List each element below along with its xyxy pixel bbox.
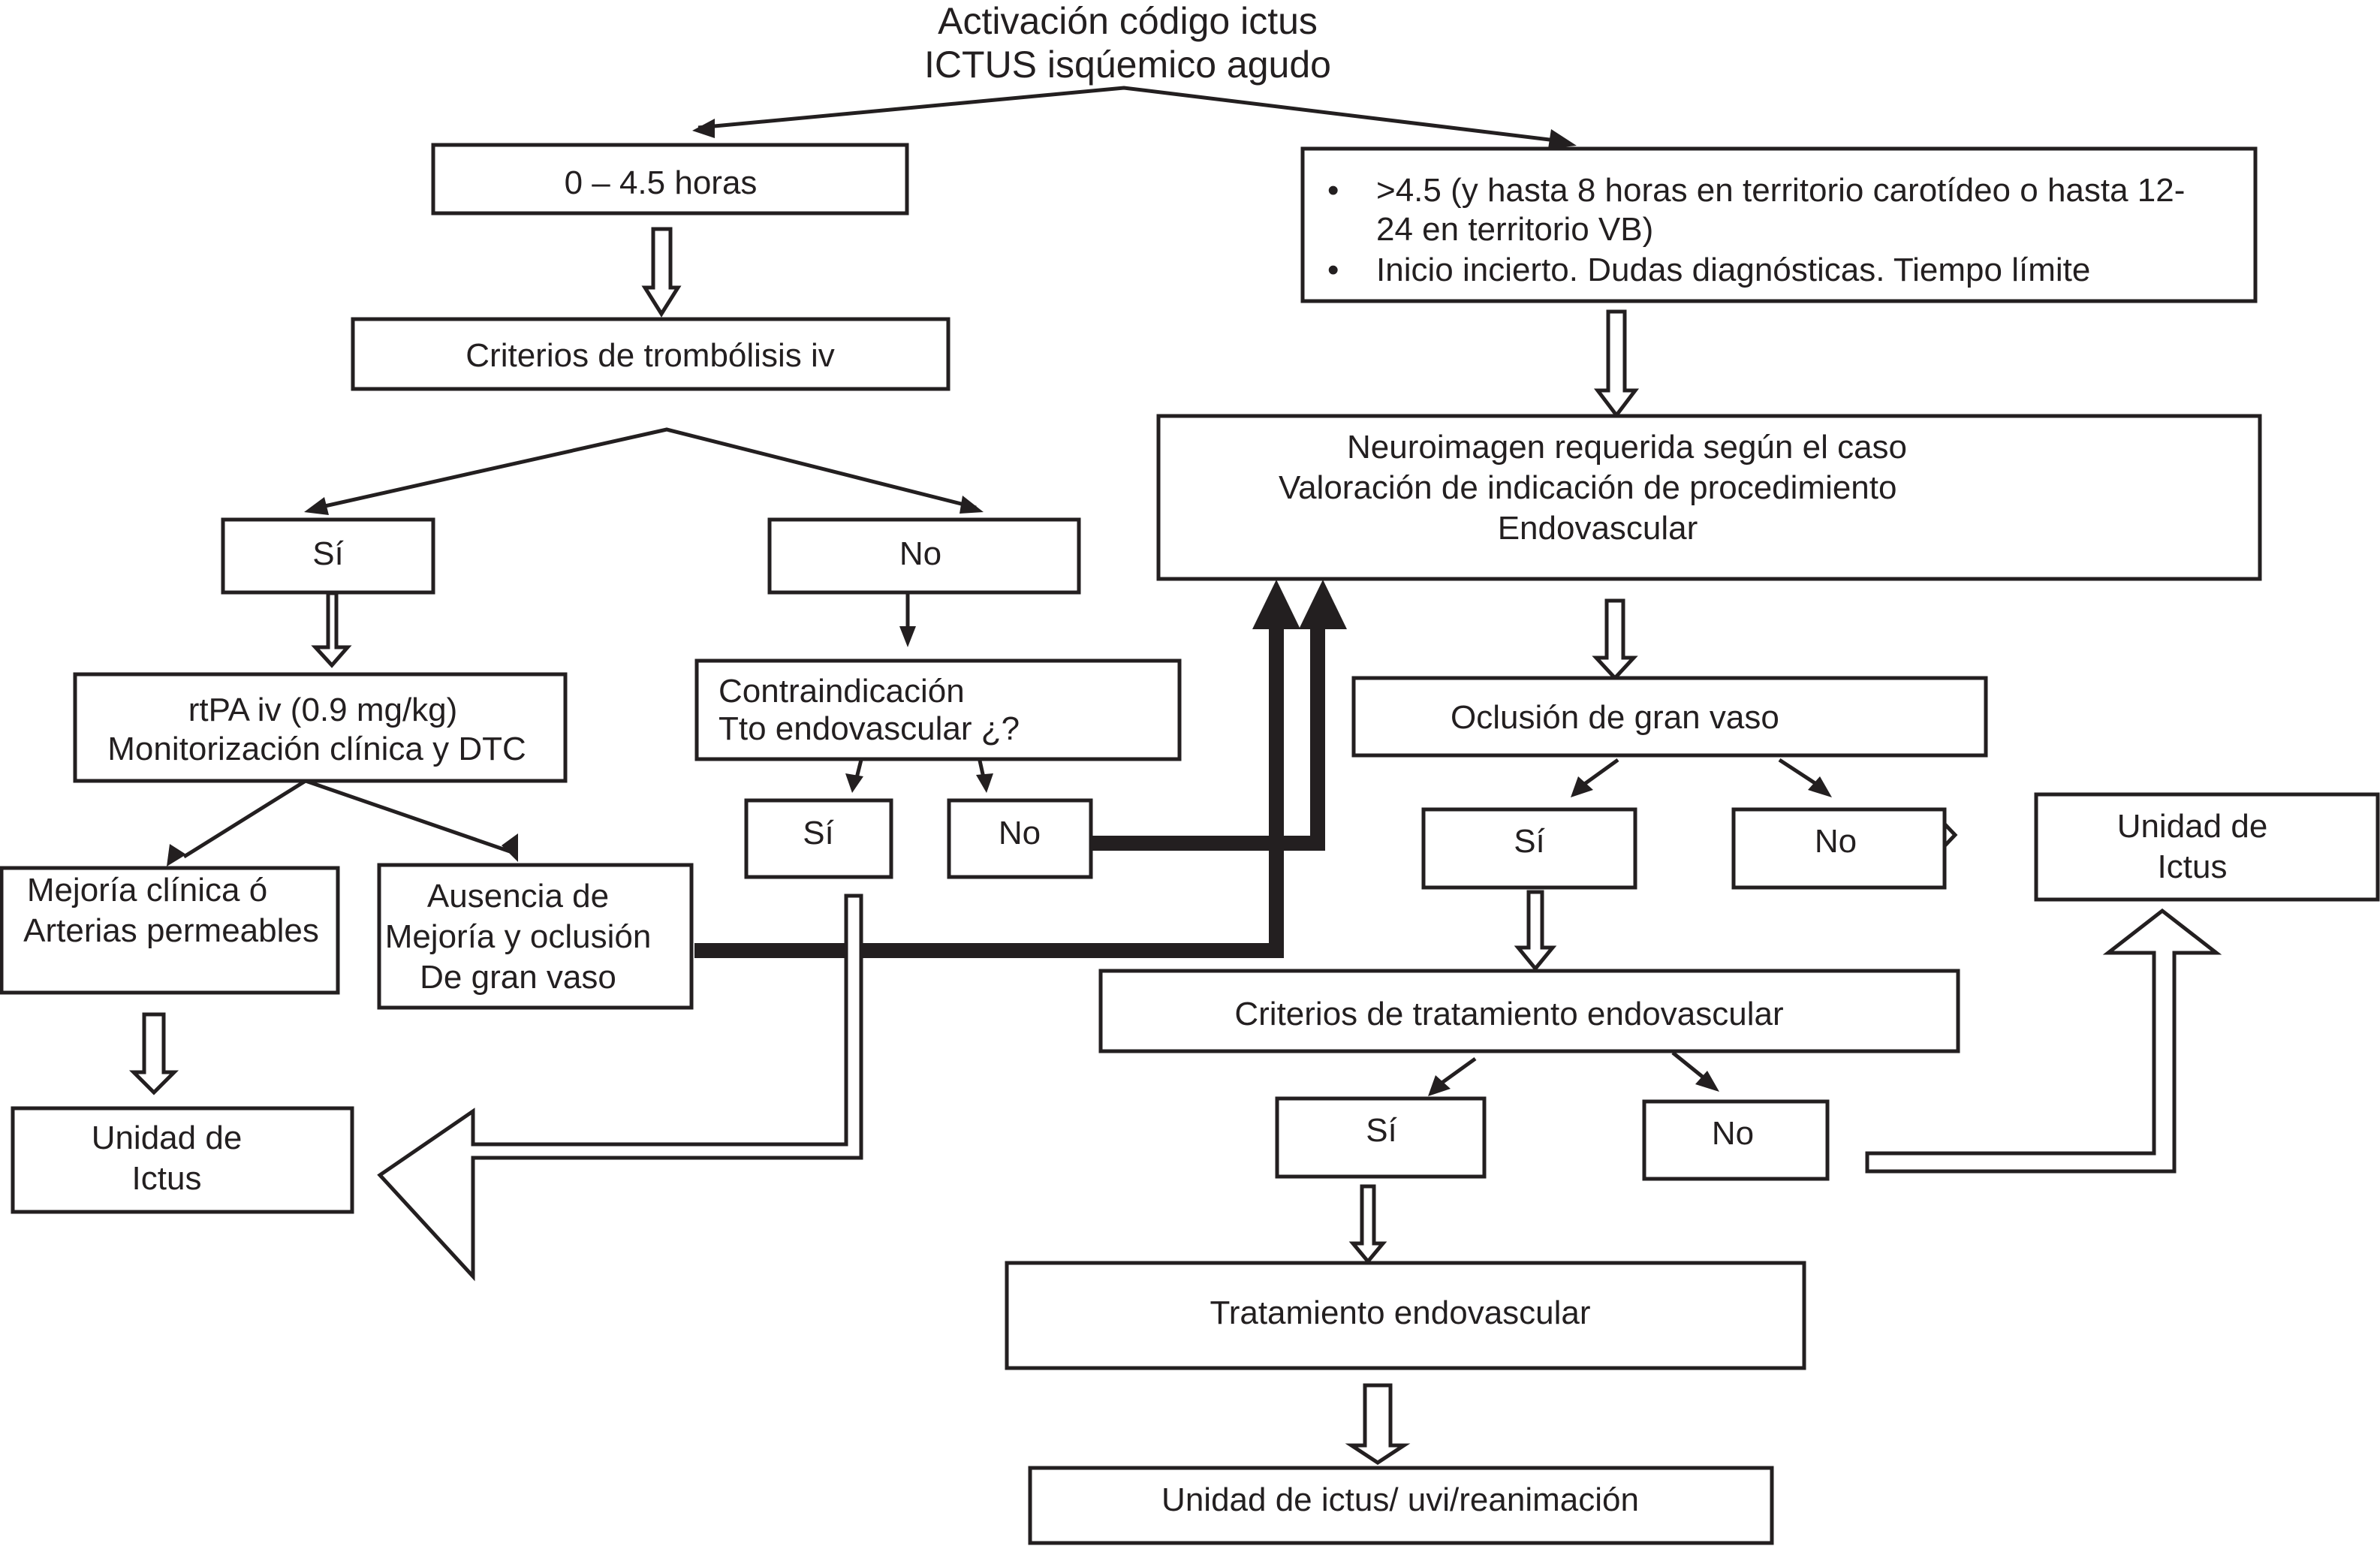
improvement-line-1: Mejoría clínica ó xyxy=(27,872,267,909)
endo-criteria-to-yes-line xyxy=(1436,1056,1477,1088)
contra-no-label: No xyxy=(999,815,1041,851)
endo-yes-label: Sí xyxy=(1366,1112,1397,1149)
arrow-head-to-iv-no xyxy=(960,496,984,514)
rtpa-line-1: rtPA iv (0.9 mg/kg) xyxy=(188,692,458,728)
node-early-window[interactable]: 0 – 4.5 horas xyxy=(431,143,909,215)
late-window-item-2-line-1: Inicio incierto. Dudas diagnósticas. Tie… xyxy=(1376,252,2090,288)
arrow-head-to-occlusion-yes xyxy=(1571,776,1593,797)
rtpa-line-2: Monitorización clínica y DTC xyxy=(107,731,526,767)
no-improvement-line-3: De gran vaso xyxy=(420,959,616,996)
contraindication-line-1: Contraindicación xyxy=(719,673,965,710)
neuroimaging-line-1: Neuroimagen requerida según el caso xyxy=(1347,429,1907,466)
arrow-head-thick-1 xyxy=(1252,580,1300,629)
contraindication-line-2: Tto endovascular ¿? xyxy=(719,710,1020,747)
endo-no-to-stroke-unit-hollow-arrow xyxy=(1865,908,2222,1174)
contra-yes-to-stroke-unit-hollow-arrow xyxy=(377,894,863,1282)
hollow-arrow-late-to-neuroimaging xyxy=(1593,309,1640,419)
flowchart-title: Activación código ictus ICTUS isqúemico … xyxy=(924,0,1331,86)
title-branch-connector xyxy=(697,86,1562,143)
hollow-arrow-occlusion-yes-to-endo-criteria xyxy=(1514,890,1557,972)
node-endo-no[interactable]: No xyxy=(1642,1099,1830,1181)
endo-no-label: No xyxy=(1712,1115,1754,1152)
node-contraindication[interactable]: Contraindicación Tto endovascular ¿? xyxy=(694,658,1182,761)
arrow-head-thick-2 xyxy=(1299,580,1347,629)
hollow-arrow-neuroimaging-to-occlusion xyxy=(1592,598,1638,681)
no-improvement-line-1: Ausencia de xyxy=(427,878,609,915)
rtpa-branch-connector xyxy=(182,779,515,859)
occlusion-no-label: No xyxy=(1815,823,1857,860)
iv-criteria-branch-connector xyxy=(311,427,977,511)
bullet-icon: • xyxy=(1327,172,1339,209)
node-rtpa[interactable]: rtPA iv (0.9 mg/kg) Monitorización clíni… xyxy=(73,672,568,783)
late-window-item-1-line-1: >4.5 (y hasta 8 horas en territorio caro… xyxy=(1376,172,2185,209)
iv-yes-label: Sí xyxy=(312,535,344,572)
node-no-improvement[interactable]: Ausencia de Mejoría y oclusión De gran v… xyxy=(377,863,694,1010)
hollow-arrow-endo-yes-to-treatment xyxy=(1348,1184,1387,1264)
node-contra-no[interactable]: No xyxy=(947,798,1093,879)
node-late-window[interactable]: • >4.5 (y hasta 8 horas en territorio ca… xyxy=(1300,146,2258,303)
hollow-arrow-early-to-iv xyxy=(641,227,682,318)
occlusion-to-no-line xyxy=(1778,758,1822,789)
occlusion-label: Oclusión de gran vaso xyxy=(1451,699,1779,736)
arrow-head-to-contra-no xyxy=(976,773,993,793)
iv-criteria-label: Criterios de trombólisis iv xyxy=(465,337,834,374)
final-unit-label: Unidad de ictus/ uvi/reanimación xyxy=(1161,1481,1639,1518)
node-iv-criteria[interactable]: Criterios de trombólisis iv xyxy=(351,317,950,391)
bullet-icon: • xyxy=(1327,252,1339,288)
arrow-head-to-improvement xyxy=(167,844,186,866)
arrow-head-to-contra-yes xyxy=(845,773,863,793)
neuroimaging-line-3: Endovascular xyxy=(1498,510,1698,547)
no-improvement-to-neuroimaging-thick-line xyxy=(694,610,1284,958)
early-window-label: 0 – 4.5 horas xyxy=(565,164,758,201)
title-line-2: ICTUS isqúemico agudo xyxy=(924,44,1331,86)
iv-no-label: No xyxy=(899,535,941,572)
node-stroke-unit-left[interactable]: Unidad de Ictus xyxy=(11,1106,354,1214)
arrow-head-to-occlusion-no xyxy=(1808,776,1832,797)
endo-criteria-label: Criterios de tratamiento endovascular xyxy=(1234,996,1783,1032)
endo-criteria-to-no-line xyxy=(1671,1051,1710,1083)
node-improvement[interactable]: Mejoría clínica ó Arterias permeables xyxy=(0,866,340,995)
endo-treatment-label: Tratamiento endovascular xyxy=(1210,1294,1590,1331)
contra-yes-label: Sí xyxy=(803,815,834,851)
node-iv-no[interactable]: No xyxy=(767,517,1081,595)
node-occlusion-yes[interactable]: Sí xyxy=(1421,807,1637,890)
node-endo-criteria[interactable]: Criterios de tratamiento endovascular xyxy=(1098,969,1960,1053)
stroke-unit-left-line-1: Unidad de xyxy=(92,1120,243,1156)
arrow-head-to-iv-yes xyxy=(304,497,329,515)
node-occlusion-no[interactable]: No xyxy=(1731,807,1947,890)
arrow-head-to-early-window xyxy=(692,119,715,138)
node-endo-yes[interactable]: Sí xyxy=(1275,1096,1487,1179)
stroke-unit-left-line-2: Ictus xyxy=(132,1160,202,1197)
node-neuroimaging[interactable]: Neuroimagen requerida según el caso Valo… xyxy=(1156,414,2262,581)
occlusion-to-yes-line xyxy=(1579,758,1619,789)
stroke-unit-right-line-2: Ictus xyxy=(2158,848,2228,885)
hollow-arrow-treatment-to-final xyxy=(1345,1383,1411,1465)
hollow-arrow-yes-to-rtpa xyxy=(311,591,352,668)
hollow-arrow-improvement-to-stroke-unit xyxy=(128,1012,179,1095)
node-iv-yes[interactable]: Sí xyxy=(221,517,435,595)
node-contra-yes[interactable]: Sí xyxy=(744,798,893,879)
node-occlusion[interactable]: Oclusión de gran vaso xyxy=(1351,676,1988,758)
node-endo-treatment[interactable]: Tratamiento endovascular xyxy=(1005,1261,1806,1370)
arrow-head-to-late-window xyxy=(1548,129,1577,149)
no-improvement-line-2: Mejoría y oclusión xyxy=(385,918,652,955)
arrow-head-to-endo-no xyxy=(1695,1071,1719,1092)
stroke-unit-right-line-1: Unidad de xyxy=(2117,808,2268,845)
node-stroke-unit-right[interactable]: Unidad de Ictus xyxy=(2034,792,2380,902)
occlusion-yes-label: Sí xyxy=(1514,823,1545,860)
arrow-head-to-contraindication xyxy=(899,626,916,647)
contra-no-to-neuroimaging-thick-line xyxy=(1091,610,1325,851)
title-line-1: Activación código ictus xyxy=(938,0,1318,42)
neuroimaging-line-2: Valoración de indicación de procedimient… xyxy=(1279,469,1896,506)
arrow-head-to-endo-yes xyxy=(1428,1075,1451,1096)
arrow-head-to-no-improvement xyxy=(502,833,518,862)
improvement-line-2: Arterias permeables xyxy=(23,912,319,949)
late-window-item-1-line-2: 24 en territorio VB) xyxy=(1376,211,1653,248)
node-final-unit[interactable]: Unidad de ictus/ uvi/reanimación xyxy=(1028,1466,1774,1545)
